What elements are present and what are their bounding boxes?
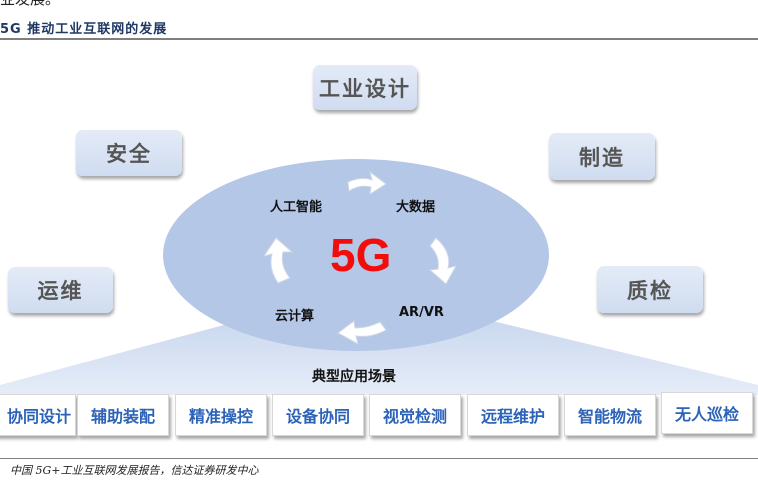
diagram-background [0,159,758,395]
figure-title: 5G 推动工业互联网的发展 [0,22,168,37]
tag-industrial-design: 工业设计 [313,65,417,110]
body-text-fragment: 业发展。 [0,0,60,9]
title-divider [0,38,758,40]
cycle-cloud: 云计算 [275,309,315,324]
tag-security: 安全 [76,130,182,176]
source-note: 中国 5G+工业互联网发展报告，信达证券研发中心 [10,464,259,477]
app-assisted-assembly: 辅助装配 [77,394,169,436]
tag-operations: 运维 [8,267,113,313]
center-5g-label: 5G [330,229,392,281]
app-equipment-collaboration: 设备协同 [272,394,364,436]
core-ellipse [163,159,549,351]
app-collaborative-design: 协同设计 [0,394,76,436]
arrow-right-icon [347,170,387,195]
cycle-ai: 人工智能 [270,200,323,215]
cycle-big-data: 大数据 [396,200,436,215]
app-precise-control: 精准操控 [175,394,267,436]
cycle-arrows [262,170,457,345]
app-smart-logistics: 智能物流 [564,394,656,436]
arrow-up-icon [262,237,294,284]
tag-quality-inspection: 质检 [597,266,703,313]
scene-trapezoid [0,318,758,395]
scene-label: 典型应用场景 [312,369,396,385]
cycle-ar-vr: AR/VR [399,305,444,320]
arrow-down-icon [428,237,457,285]
tag-manufacturing: 制造 [549,133,655,180]
source-divider [0,458,758,459]
arrow-left-icon [337,320,387,345]
app-visual-inspection: 视觉检测 [369,394,461,436]
5g-diagram: 工业设计 安全 制造 运维 质检 人工智能 大数据 AR/VR 云计算 5G 典… [0,65,758,436]
app-remote-maintenance: 远程维护 [467,394,559,436]
app-unmanned-patrol: 无人巡检 [661,392,753,434]
